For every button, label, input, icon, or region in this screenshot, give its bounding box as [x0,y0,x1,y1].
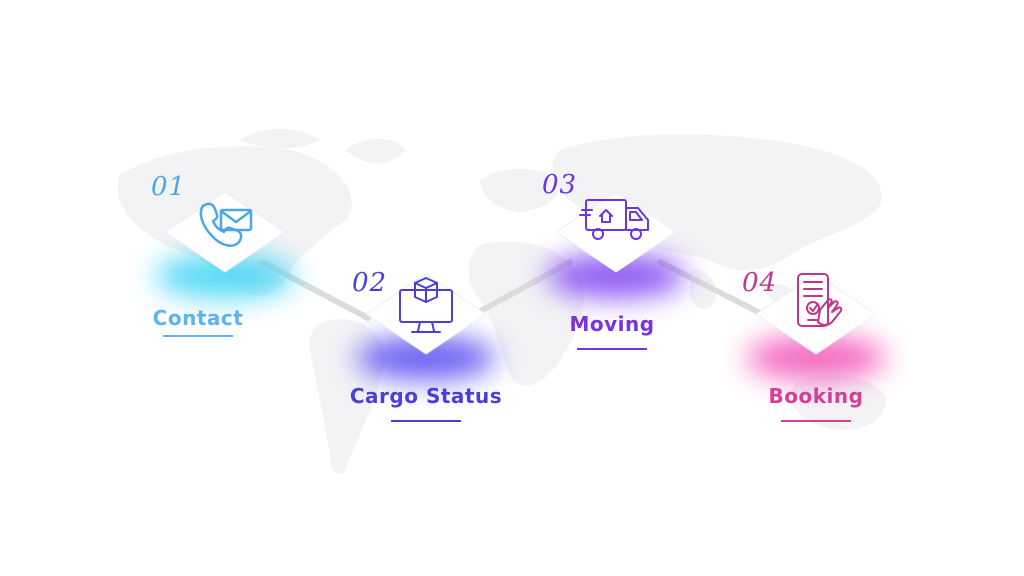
delivery-truck-icon [579,199,649,240]
phone-touch-icon [797,273,843,327]
step-label: Contact [152,306,244,330]
step-number: 04 [742,268,778,298]
step-number: 02 [352,268,388,298]
step-number: 01 [151,172,187,202]
step-underline [577,348,647,350]
step-underline [781,420,851,422]
step-tile [365,273,487,355]
monitor-box-icon [399,277,453,333]
step-label: Cargo Status [349,384,503,408]
step-label: Booking [768,384,864,408]
step-underline [163,335,233,337]
phone-mail-icon [199,202,253,247]
step-underline [391,420,461,422]
step-label: Moving [569,312,655,336]
step-number: 03 [542,170,578,200]
